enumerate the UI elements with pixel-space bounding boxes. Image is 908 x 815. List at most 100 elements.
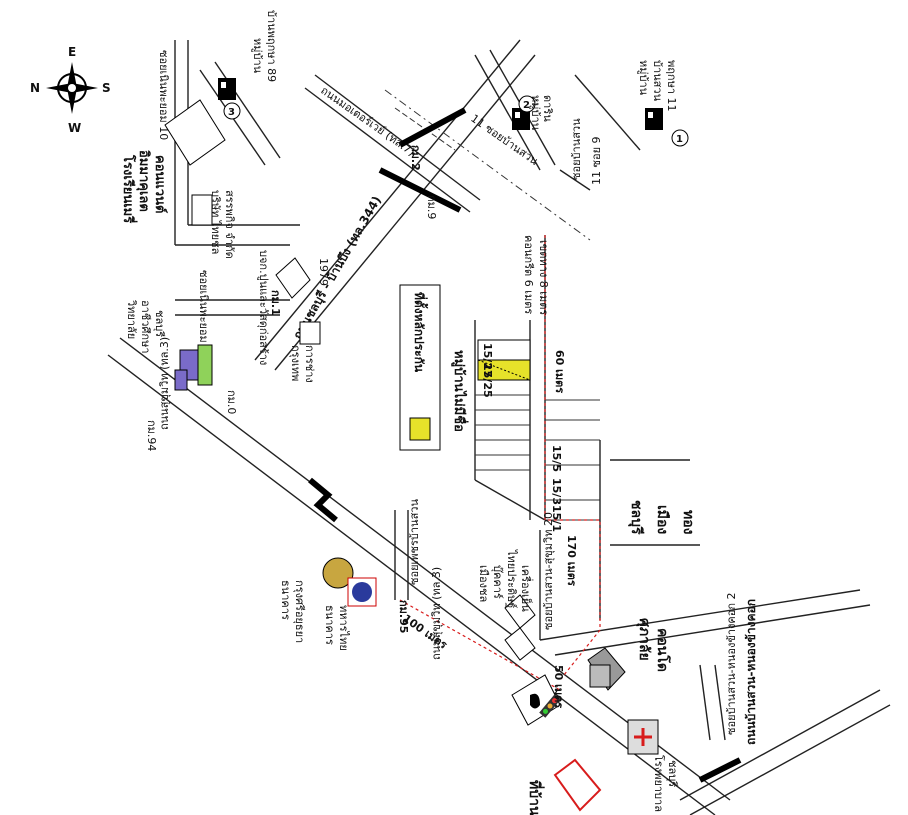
village-2-l1: หมู่บ้าน xyxy=(529,95,542,131)
village-2-num: 2 xyxy=(523,100,530,111)
village-block xyxy=(474,235,700,640)
dist-170: 170 เมตร xyxy=(565,535,578,586)
plot-15-1: 15/1 xyxy=(550,505,563,532)
label-bansuan-nongkhangkhok: ถนนบ้านสวน-หนองข้างคอก xyxy=(744,599,758,745)
plot-15-25: 15/25 xyxy=(481,363,494,398)
village-1-l1: หมู่บ้าน xyxy=(637,60,650,96)
compass-w: W xyxy=(68,121,81,135)
label-soi-10-b: ซอยเนินพะยอม 10 xyxy=(197,270,210,360)
concrete-company: บจก.ปูนและวัสดุก่อสร้าง 1979 xyxy=(257,250,330,365)
km94-marker: กม.94 xyxy=(145,420,158,451)
plot-15-3: 15/3 xyxy=(550,478,563,505)
muang-l3: ทอง xyxy=(680,510,696,535)
house-icon xyxy=(218,78,236,100)
krungthep-l1: กรุงเทพ xyxy=(289,345,302,381)
bank-icon xyxy=(322,557,354,589)
shop-l1: เมืองชล xyxy=(477,565,490,602)
soi-bansuan-roads xyxy=(474,49,641,191)
condo-l1: ศุภาลัย xyxy=(636,618,652,661)
college-l2: อาชีวศึกษา xyxy=(139,300,152,354)
motorway-road xyxy=(304,74,591,241)
road-width: เขตทาง 8 เมตร xyxy=(537,240,550,315)
chonburi-muang: ชลบุรี เมือง ทอง xyxy=(628,500,696,535)
shop-block: เมืองชล บุ๊คคาร์ ไทยประดิษฐ์ เครื่องเย็น xyxy=(477,549,536,661)
muang-l1: ชลบุรี xyxy=(628,500,644,535)
compass-e: E xyxy=(68,45,76,59)
krungthep-l2: การช่าง xyxy=(303,345,316,383)
legend-swatch xyxy=(409,417,431,441)
concrete-l2: 1979 xyxy=(317,258,330,286)
college-l3: ชลบุรี xyxy=(153,310,166,337)
college-icon xyxy=(174,344,213,391)
school: โรงเรียนเมรี่ อิมมาคุเลต คอนแวนต์ xyxy=(120,99,226,223)
company-l1: บริษัท ไทยชล xyxy=(209,190,222,254)
village-2-l2: ดาริน xyxy=(541,95,554,122)
village-3-l2: บ้านพฤกษา 89 xyxy=(265,10,278,82)
legend-label: ที่ตั้งหลักประกัน xyxy=(412,292,429,373)
bank-military: ธนาคาร ทหารไทย xyxy=(323,577,377,651)
label-soi-9: 11 ซอย 9 xyxy=(590,136,603,185)
km0-marker: กม.0 xyxy=(225,390,238,414)
bank-krungsri: ธนาคาร กรุงศรีอยุธยา xyxy=(279,557,354,643)
shop-l2: บุ๊คคาร์ xyxy=(491,565,504,599)
km95-marker: กม.95 xyxy=(397,600,410,633)
village-2: 2 หมู่บ้าน ดาริน xyxy=(512,95,554,131)
condo: ศุภาลัย คอนโด xyxy=(587,618,672,691)
compass-icon: N S E W xyxy=(30,45,111,135)
label-soi-bansuan: ซอยบ้านสวน xyxy=(570,118,583,180)
school-l3: คอนแวนต์ xyxy=(152,155,168,213)
bridge-marks xyxy=(308,107,742,783)
compass-s: S xyxy=(102,81,111,95)
hospital: โรงพยาบาล ชลบุรี xyxy=(627,719,679,812)
hospital-l1: โรงพยาบาล xyxy=(652,755,666,812)
college-l1: วิทยาลัย xyxy=(125,299,138,339)
label-sukhumvit-bottom: ถนนสุขุมวิท (ทล.3) xyxy=(430,567,443,660)
concrete-l1: บจก.ปูนและวัสดุก่อสร้าง xyxy=(257,250,270,365)
chonburi-banbueng-road xyxy=(254,39,536,371)
house-icon xyxy=(645,108,663,130)
label-soi-sukhumvit20: ซอยบ้านสวน-สุขุมวิท 20 xyxy=(542,512,555,630)
lower-roads xyxy=(394,510,891,815)
dist-60: 60 เมตร xyxy=(553,350,566,393)
label-soi-10-a: ซอยเนินพะยอม 10 xyxy=(157,50,170,140)
dist-50: 50 เมตร xyxy=(552,665,565,708)
store-icon xyxy=(553,758,602,812)
military-l1: ธนาคาร xyxy=(323,605,336,645)
school-l2: อิมมาคุเลต xyxy=(136,150,151,212)
company-l2: สรรพกิจ จำกัด xyxy=(223,190,236,259)
label-chonburi-banbueng: ถนนชลบุรี - บ้านบึง (ทล.344) xyxy=(290,194,384,342)
village-3: 3 หมู่บ้าน บ้านพฤกษา 89 xyxy=(218,10,278,120)
label-soi-bansuan-2: ซอยบ้านสวน-หนองข้างคอก 2 xyxy=(725,592,738,735)
label-motorway: ถนนมอเตอร์เวย์ (ทล.7) xyxy=(318,84,417,159)
krungsri-l1: ธนาคาร xyxy=(279,580,292,620)
label-soi-phetprabansuan: ซอยเพชรบ้านสวน xyxy=(408,499,421,585)
bottom-text: ที่บ้าน xyxy=(526,780,545,815)
legend: ที่ตั้งหลักประกัน xyxy=(399,284,441,451)
plot-15-27: 15/27 xyxy=(481,343,494,378)
shop-l3: ไทยประดิษฐ์ xyxy=(505,549,518,609)
km9-marker: กม.9 xyxy=(425,195,438,219)
village-1-l3: พฤกษา 11 xyxy=(665,60,678,112)
krungsri-l2: กรุงศรีอยุธยา xyxy=(293,580,306,643)
hospital-l2: ชลบุรี xyxy=(666,760,679,787)
condo-l2: คอนโด xyxy=(654,628,672,672)
concrete-road-width: คอนกรีต 6 เมตร xyxy=(522,235,535,314)
village-1-l2: บ้านสวน xyxy=(651,60,664,102)
compass-n: N xyxy=(30,81,40,95)
military-l2: ทหารไทย xyxy=(337,605,350,651)
company: บริษัท ไทยชล สรรพกิจ จำกัด xyxy=(191,190,236,259)
plot-15-5: 15/5 xyxy=(550,445,563,472)
house-icon xyxy=(512,108,530,130)
village-3-num: 3 xyxy=(228,107,235,118)
label-sukhumvit-top: ถนนสุขุมวิท (ทล.3) xyxy=(158,337,171,430)
traffic-light-icon xyxy=(539,694,561,718)
village-1-num: 1 xyxy=(676,134,683,145)
km1-marker: กม.1 xyxy=(269,290,282,316)
college: วิทยาลัย อาชีวศึกษา ชลบุรี xyxy=(125,299,213,391)
building-icon xyxy=(587,647,626,691)
km2-marker: กม.2 xyxy=(409,145,422,171)
route-path xyxy=(399,235,601,691)
krungthep-shop: กรุงเทพ การช่าง xyxy=(289,321,321,383)
plot-group: 15/27 15/25 15/5 15/3 15/1 xyxy=(477,339,563,532)
school-l1: โรงเรียนเมรี่ xyxy=(120,154,138,223)
